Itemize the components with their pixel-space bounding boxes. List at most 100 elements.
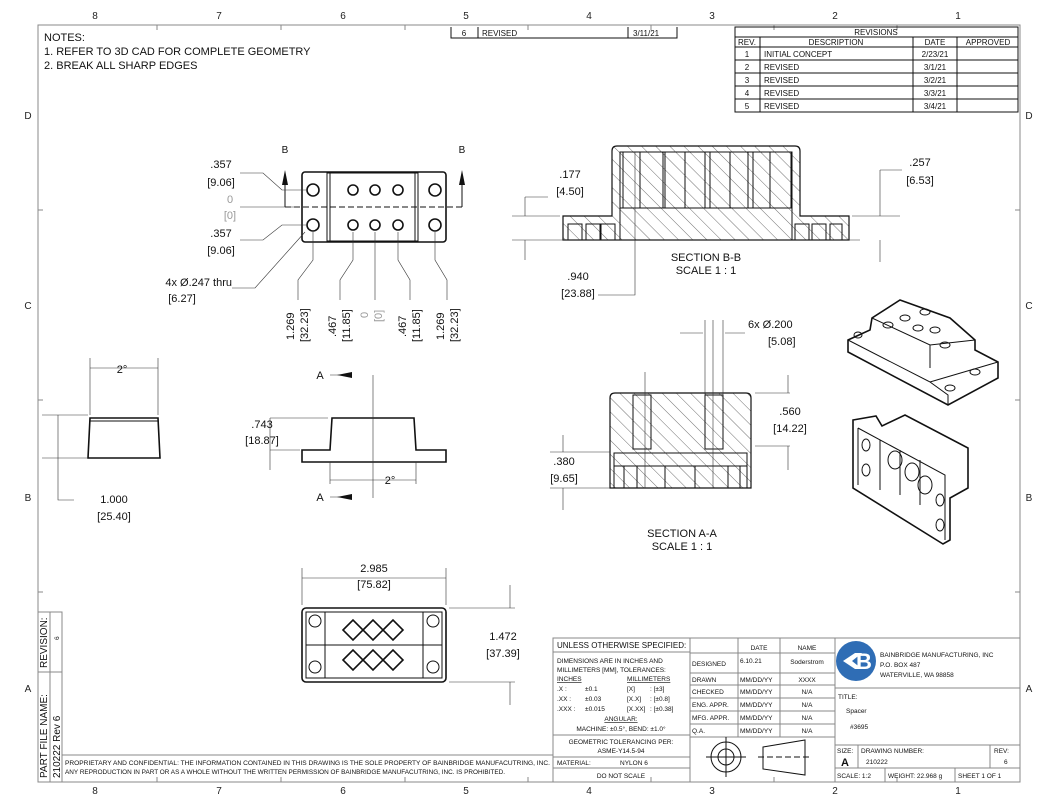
size-label: SIZE: [837,748,853,755]
angular-value: MACHINE: ±0.5°, BEND: ±1.0° [576,725,666,733]
proprietary-line: ANY REPRODUCTION IN PART OR AS A WHOLE W… [65,769,505,776]
zone-col-label: 7 [216,11,222,22]
size-value: A [841,757,849,769]
zone-col-label: 1 [955,11,961,22]
tol-mm-value: : [±0.8] [650,696,670,703]
notes-title: NOTES: [44,32,85,44]
side-view: A A .743 [18.87] 2° [245,370,447,504]
company-logo: B [836,641,876,681]
revision-row: 1 INITIAL CONCEPT 2/23/21 [745,50,949,59]
approval-row: DESIGNED 6.10.21 Soderstrom [692,658,824,668]
rev-description: REVISED [764,102,799,111]
dim-value: .743 [251,419,272,431]
company-address: P.O. BOX 487 [880,662,921,669]
revisions-header: REV. [738,38,756,47]
approval-role: MFG. APPR. [692,715,729,722]
tol-in: .X : [557,686,567,693]
dim-value-mm: [6.53] [906,175,934,187]
revision-label: REVISION: [39,617,50,668]
zone-col-label: 2 [832,11,838,22]
approval-role: ENG. APPR. [692,702,729,709]
dim-value-mm: [75.82] [357,579,391,591]
dim-value: 0 [227,194,233,206]
section-b-b-view: .177 [4.50] .257 [6.53] .940 [23.88] SEC… [512,145,934,300]
dim-value-mm: [32.23] [299,308,311,342]
zone-row-label: A [25,684,32,695]
revisions-header: DATE [925,38,946,47]
approval-role: DESIGNED [692,661,726,668]
dim-value: .380 [553,456,574,468]
mm-label: MILLIMETERS [627,676,671,683]
tol-mm: [X.X] [627,696,641,703]
material-value: NYLON 6 [620,760,648,767]
dim-value: 2.985 [360,563,388,575]
section-marker-label: A [316,370,324,382]
section-title: SECTION B-B [671,252,741,264]
section-scale: SCALE 1 : 1 [652,541,713,553]
dim-value: 1.269 [435,312,447,340]
revision-value: 6 [54,636,61,640]
unless-specified: UNLESS OTHERWISE SPECIFIED: [557,641,686,650]
revision-row: 4 REVISED 3/3/21 [745,89,947,98]
zone-row-label: B [25,493,32,504]
dim-value: .357 [210,228,231,240]
rev-description: REVISED [764,89,799,98]
tol-mm-value: : [±3] [650,686,665,693]
hole-callout-mm: [6.27] [168,293,196,305]
hole-callout: 4x Ø.247 thru [165,277,232,289]
drawing-number-label: DRAWING NUMBER: [861,748,924,755]
title-block: UNLESS OTHERWISE SPECIFIED: DIMENSIONS A… [552,637,1021,783]
approval-name: XXXX [798,677,816,684]
dim-value: .177 [559,169,580,181]
rev-number: 5 [745,102,750,111]
note-item: 1. REFER TO 3D CAD FOR COMPLETE GEOMETRY [44,46,311,58]
revisions-header: APPROVED [966,38,1011,47]
name-header: NAME [798,645,817,652]
revision-row-6: 6 REVISED 3/11/21 [450,27,678,39]
zone-col-label: 8 [92,11,98,22]
zone-col-label: 4 [586,11,592,22]
part-file-value: 210222 Rev 6 [52,715,63,778]
dim-value: .467 [327,316,339,337]
zone-col-label: 1 [955,786,961,797]
dim-value-mm: [25.40] [97,511,131,523]
bottom-view: 2.985 [75.82] 1.472 [37.39] [301,563,520,705]
note-item: 2. BREAK ALL SHARP EDGES [44,60,197,72]
approval-row: MFG. APPR. MM/DD/YY N/A [692,715,813,722]
zone-labels: 8 7 6 5 4 3 2 1 8 7 6 5 4 3 2 1 D C B A … [24,11,1032,797]
tol-in: .XX : [557,696,571,703]
hole-callout-mm: [5.08] [768,336,796,348]
dim-value: 1.000 [100,494,128,506]
zone-col-label: 2 [832,786,838,797]
approval-date: MM/DD/YY [740,728,773,735]
dim-value-mm: [23.88] [561,288,595,300]
dim-value: 0 [359,312,371,318]
front-view: 2° 1.000 [25.40] [42,358,161,523]
zone-row-label: C [1025,301,1032,312]
rev-description: REVISED [482,29,517,38]
tol-mm-value: : [±0.38] [650,706,674,713]
isometric-view-top [847,299,999,406]
dim-value-mm: [32.23] [449,308,461,342]
approval-date: MM/DD/YY [740,702,773,709]
dim-value-mm: [9.06] [207,177,235,189]
approval-role: Q.A. [692,728,705,735]
approval-date: 6.10.21 [740,658,762,665]
tolerance-row: .X : ±0.1 [X] : [±3] [557,686,665,693]
company-address: WATERVILLE, WA 98858 [880,672,954,679]
rev-number: 2 [745,63,750,72]
approval-role: CHECKED [692,689,724,696]
drawing-number: 210222 [866,759,888,766]
geometric-label: GEOMETRIC TOLERANCING PER: [569,739,674,746]
tol-mm: [X.XX] [627,706,646,713]
proprietary-line: PROPRIETARY AND CONFIDENTIAL: THE INFORM… [65,760,550,767]
tolerance-row: .XX : ±0.03 [X.X] : [±0.8] [557,696,670,703]
rev-date: 3/3/21 [924,89,947,98]
tol-in-value: ±0.015 [585,706,605,713]
approval-name: Soderstrom [790,659,824,666]
zone-row-label: C [24,301,31,312]
approval-name: N/A [802,702,814,709]
section-marker-label: A [316,492,324,504]
section-title: SECTION A-A [647,528,717,540]
